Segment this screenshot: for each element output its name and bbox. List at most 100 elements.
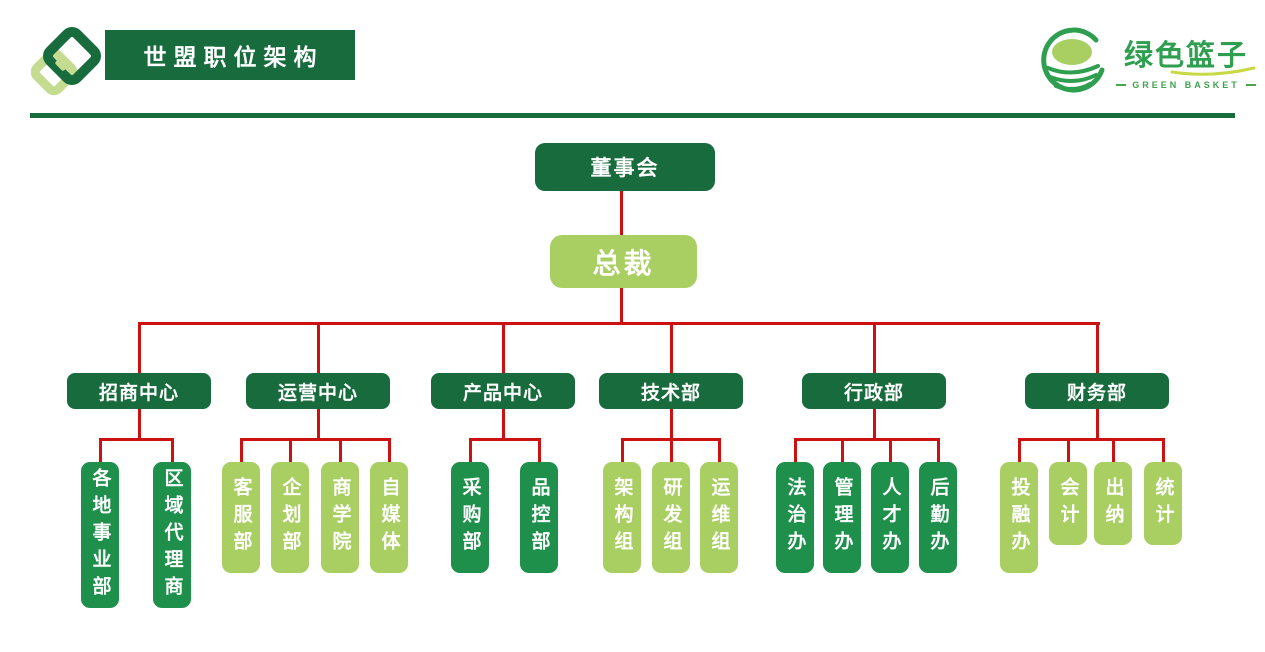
node-label: 研发组 (660, 477, 682, 558)
node-label: 会计 (1057, 476, 1079, 531)
node-label: 自媒体 (378, 477, 400, 558)
connector-drop-dept3 (502, 322, 505, 373)
connector-bar-dept2 (240, 438, 390, 441)
connector-bar-dept5 (794, 438, 939, 441)
connector-drop-sub (621, 438, 624, 462)
node-label: 管理办 (831, 477, 853, 558)
node-label: 人才办 (879, 477, 901, 558)
sub-dept-node: 客服部 (222, 462, 260, 573)
sub-dept-node: 法治办 (776, 462, 814, 573)
node-label: 统计 (1152, 476, 1174, 531)
sub-dept-node: 管理办 (823, 462, 861, 573)
connector-president-stem (620, 288, 623, 325)
connector-drop-sub (1018, 438, 1021, 462)
connector-drop-dept4 (670, 322, 673, 373)
connector-bar-dept6 (1018, 438, 1164, 441)
connector-drop-sub (794, 438, 797, 462)
connector-drop-sub (841, 438, 844, 462)
sub-dept-node: 出纳 (1094, 462, 1132, 545)
connector-drop-sub (937, 438, 940, 462)
node-label: 品控部 (528, 477, 550, 558)
dept-product-center: 产品中心 (431, 373, 575, 409)
sub-dept-node: 研发组 (652, 462, 690, 573)
sub-dept-node: 运维组 (700, 462, 738, 573)
brand-underline-swoosh (1170, 66, 1256, 76)
connector-drop-sub (670, 438, 673, 462)
connector-drop-sub (339, 438, 342, 462)
node-label: 产品中心 (462, 382, 543, 404)
header-divider (30, 113, 1235, 118)
connector-drop-sub (1162, 438, 1165, 462)
node-label: 各地事业部 (89, 467, 111, 603)
sub-dept-node: 商学院 (321, 462, 359, 573)
connector-drop-sub (1067, 438, 1070, 462)
green-basket-logo-icon (1041, 27, 1105, 93)
connector-stem-dept2 (317, 409, 320, 441)
dept-technology: 技术部 (599, 373, 743, 409)
connector-stem-dept6 (1096, 409, 1099, 441)
sub-dept-node: 后勤办 (919, 462, 957, 573)
connector-drop-dept6 (1096, 322, 1099, 373)
dept-operations-center: 运营中心 (246, 373, 390, 409)
sub-dept-node: 各地事业部 (81, 462, 119, 608)
connector-bar-dept3 (469, 438, 541, 441)
node-label: 架构组 (611, 477, 633, 558)
node-label: 客服部 (230, 477, 252, 558)
connector-drop-sub (240, 438, 243, 462)
brand-name: 绿色篮子 (1123, 40, 1248, 72)
sub-dept-node: 统计 (1144, 462, 1182, 545)
node-board-of-directors: 董事会 (535, 143, 715, 191)
node-label: 区域代理商 (161, 467, 183, 603)
connector-drop-dept2 (317, 322, 320, 373)
connector-stem-dept1 (138, 409, 141, 441)
connector-drop-sub (171, 438, 174, 462)
page-title: 世盟职位架构 (105, 30, 355, 80)
connector-drop-dept5 (873, 322, 876, 373)
node-label: 财务部 (1066, 382, 1127, 404)
connector-stem-dept4 (670, 409, 673, 441)
sub-dept-node: 品控部 (520, 462, 558, 573)
connector-drop-sub (1112, 438, 1115, 462)
connector-bar-dept1 (99, 438, 173, 441)
sub-dept-node: 架构组 (603, 462, 641, 573)
node-label: 总裁 (592, 247, 655, 279)
brand-subtitle: GREEN BASKET (1132, 80, 1240, 90)
node-label: 后勤办 (927, 477, 949, 558)
dept-administration: 行政部 (802, 373, 946, 409)
node-label: 法治办 (784, 477, 806, 558)
node-label: 行政部 (843, 382, 904, 404)
connector-drop-sub (289, 438, 292, 462)
node-label: 采购部 (459, 477, 481, 558)
node-label: 董事会 (590, 157, 660, 180)
node-president: 总裁 (550, 235, 697, 288)
sub-dept-node: 自媒体 (370, 462, 408, 573)
node-label: 出纳 (1102, 476, 1124, 531)
company-logo-icon (30, 27, 101, 96)
connector-drop-sub (889, 438, 892, 462)
connector-board-president (620, 191, 623, 236)
connector-drop-dept1 (138, 322, 141, 373)
connector-drop-sub (538, 438, 541, 462)
connector-drop-sub (99, 438, 102, 462)
connector-drop-sub (388, 438, 391, 462)
connector-drop-sub (718, 438, 721, 462)
node-label: 运营中心 (277, 382, 358, 404)
sub-dept-node: 人才办 (871, 462, 909, 573)
sub-dept-node: 采购部 (451, 462, 489, 573)
connector-drop-sub (469, 438, 472, 462)
node-label: 投融办 (1008, 477, 1030, 558)
connector-stem-dept3 (502, 409, 505, 441)
subtitle-dash-left (1116, 84, 1127, 86)
subtitle-dash-right (1245, 84, 1256, 86)
node-label: 商学院 (329, 477, 351, 558)
connector-stem-dept5 (873, 409, 876, 441)
node-label: 招商中心 (98, 382, 179, 404)
sub-dept-node: 会计 (1049, 462, 1087, 545)
sub-dept-node: 企划部 (271, 462, 309, 573)
dept-investment-center: 招商中心 (67, 373, 211, 409)
connector-main-bar (138, 322, 1100, 325)
node-label: 运维组 (708, 477, 730, 558)
sub-dept-node: 投融办 (1000, 462, 1038, 573)
sub-dept-node: 区域代理商 (153, 462, 191, 608)
